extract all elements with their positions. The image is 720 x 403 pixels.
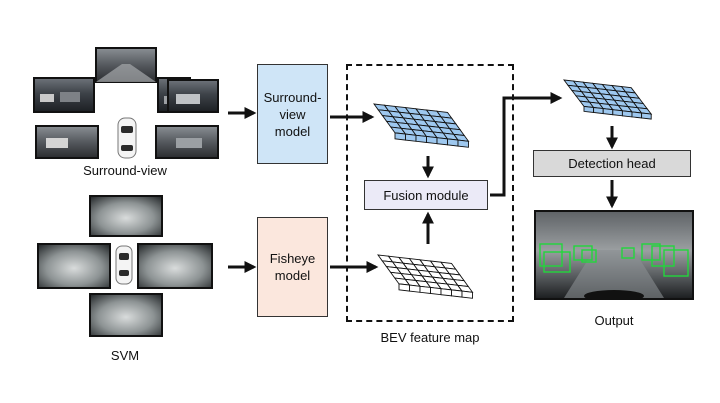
- fisheye-image-front: [89, 195, 163, 237]
- surround-view-label: Surround-view: [83, 163, 167, 178]
- fusion-module-label: Fusion module: [383, 187, 469, 203]
- camera-image-front-left: [33, 77, 95, 113]
- fusion-module-box: Fusion module: [364, 180, 488, 210]
- detection-boxes: [539, 243, 689, 277]
- svm-label: SVM: [110, 348, 140, 363]
- fisheye-model-line-2: model: [274, 268, 311, 283]
- bev-grid-surround: [373, 103, 470, 148]
- camera-image-rear-right: [155, 125, 219, 159]
- detection-head-label: Detection head: [568, 156, 656, 171]
- camera-image-front-right-2: [167, 79, 219, 113]
- surround-view-model-box: Surround- view model: [257, 64, 328, 164]
- output-detection-image: [534, 210, 694, 300]
- bev-grid-side-cell: [641, 112, 652, 120]
- bev-grid-fused: [563, 79, 653, 120]
- camera-image-rear-left: [35, 125, 99, 159]
- arrow-fusion-to-fused-bev: [490, 92, 563, 197]
- bev-feature-map-label: BEV feature map: [380, 330, 480, 345]
- camera-image-front: [95, 47, 157, 83]
- detection-head-box: Detection head: [533, 150, 691, 177]
- fisheye-model-box: Fisheye model: [257, 217, 328, 317]
- fisheye-model-line-1: Fisheye: [269, 251, 316, 266]
- output-label: Output: [594, 313, 634, 328]
- surround-model-line-1: Surround-: [263, 89, 322, 105]
- fisheye-image-left: [37, 243, 111, 289]
- svm-fisheye-camera-cluster: [37, 195, 213, 337]
- bev-grid-side-cell: [461, 290, 473, 299]
- bev-grid-side-cell: [457, 139, 469, 148]
- car-top-view-icon: [117, 117, 137, 159]
- surround-model-line-2: view: [279, 106, 306, 122]
- car-top-view-icon: [115, 245, 133, 285]
- bev-feature-map-region: [346, 64, 514, 322]
- fisheye-image-rear: [89, 293, 163, 337]
- bev-grid-fisheye: [377, 254, 474, 299]
- fisheye-image-right: [137, 243, 213, 289]
- surround-view-camera-cluster: [33, 47, 219, 159]
- surround-model-line-3: model: [274, 123, 311, 139]
